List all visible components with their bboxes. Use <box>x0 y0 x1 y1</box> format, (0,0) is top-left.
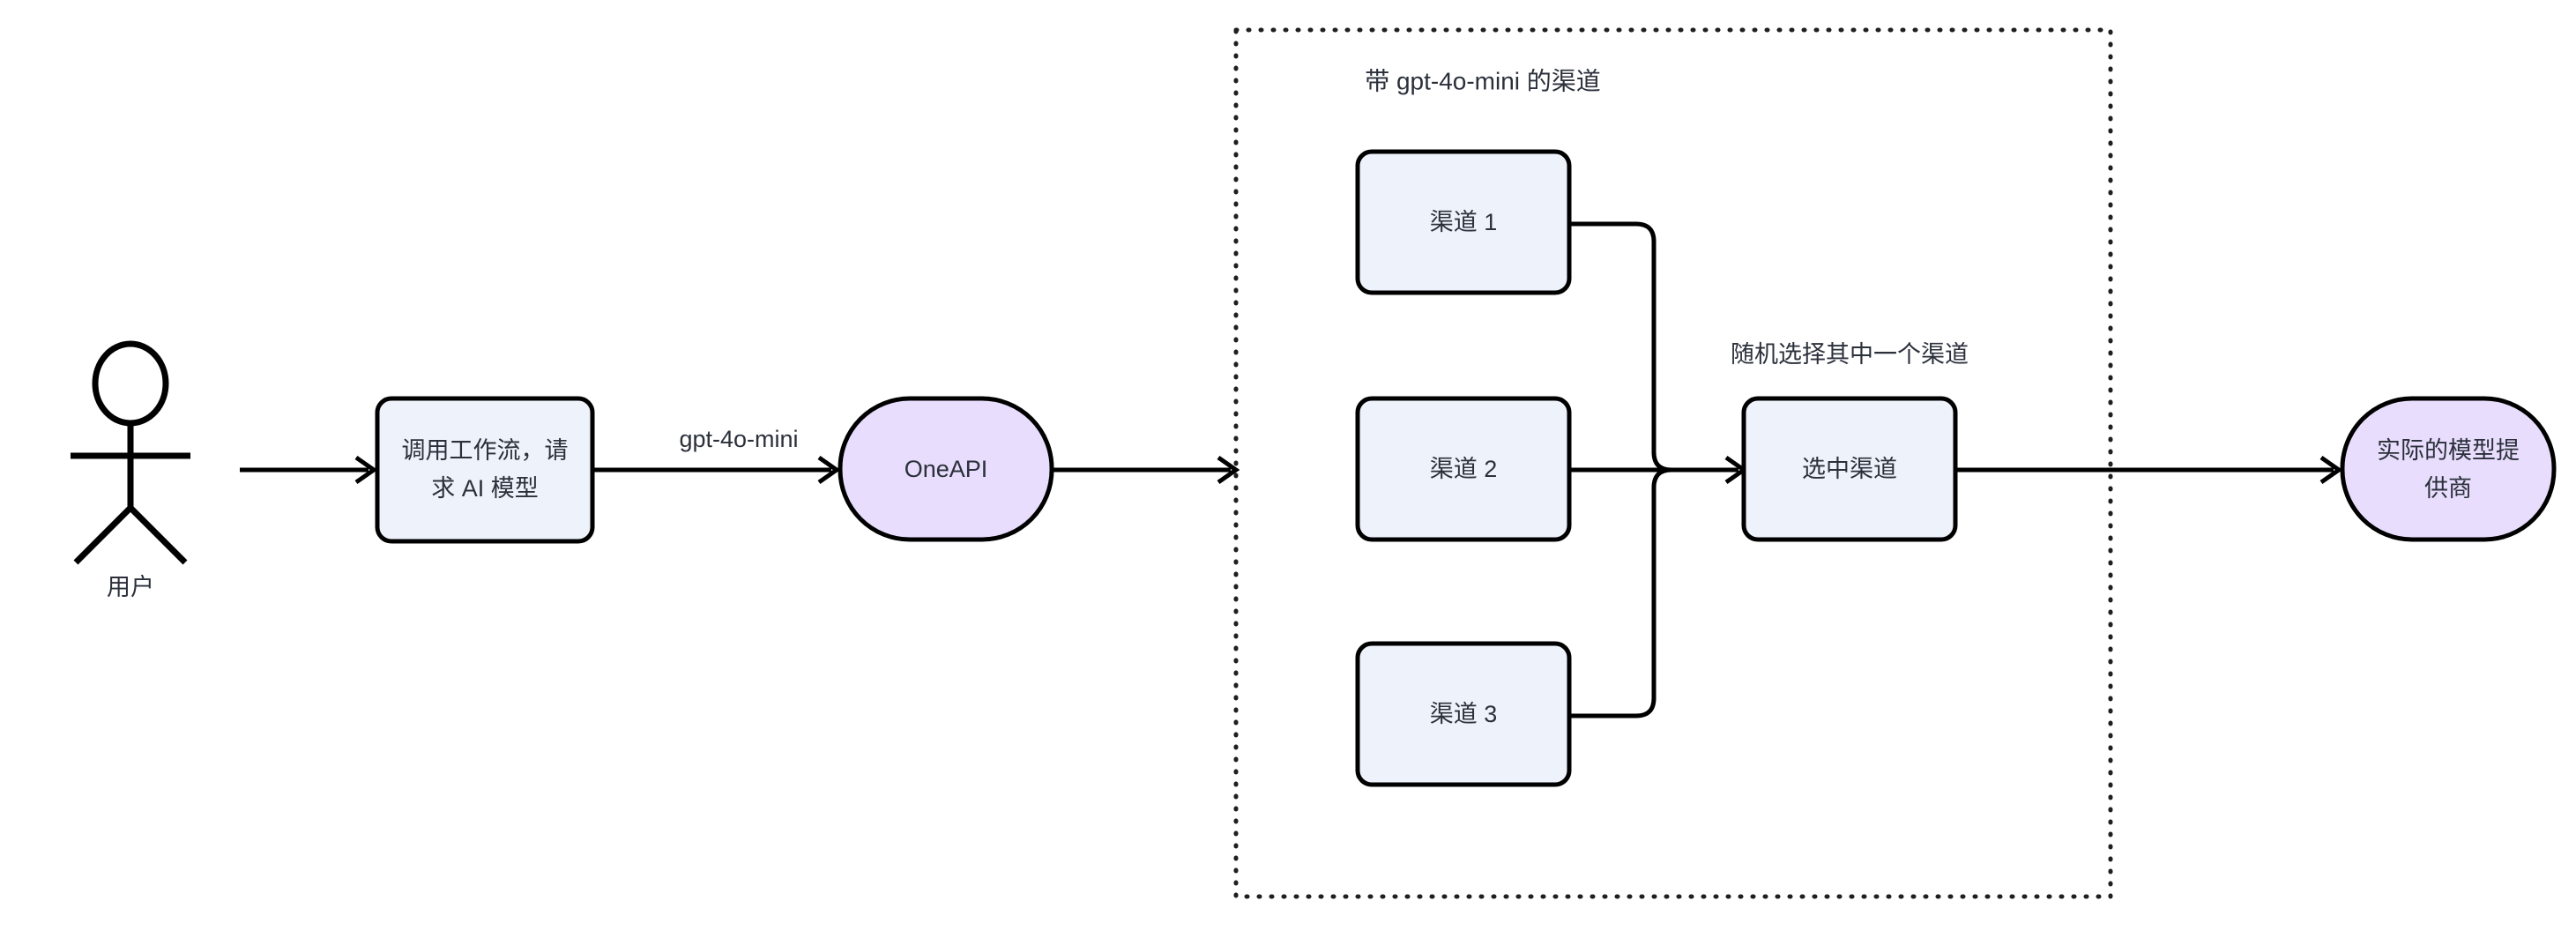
node-channel-2-label: 渠道 2 <box>1430 456 1498 482</box>
channel-group-container[interactable] <box>1233 27 2113 899</box>
node-channel-2[interactable]: 渠道 2 <box>1355 396 1572 542</box>
actor-label: 用户 <box>107 574 154 600</box>
channel-group-label: 带 gpt-4o-mini 的渠道 <box>1365 67 1601 94</box>
edge-label-model-name: gpt-4o-mini <box>679 426 798 452</box>
node-selected-channel[interactable]: 选中渠道 <box>1741 396 1958 542</box>
actor-head-icon <box>92 340 169 427</box>
edge-workflow-to-oneapi[interactable] <box>592 455 841 485</box>
node-channel-3-label: 渠道 3 <box>1430 701 1498 727</box>
edge-selected-to-provider[interactable] <box>1955 455 2343 485</box>
node-oneapi[interactable]: OneAPI <box>838 396 1054 542</box>
node-provider-shape <box>2340 396 2557 542</box>
node-workflow-label-line2: 求 AI 模型 <box>431 475 539 502</box>
node-workflow[interactable]: 调用工作流，请 求 AI 模型 <box>375 396 595 544</box>
user-actor[interactable] <box>71 340 190 565</box>
node-channel-1[interactable]: 渠道 1 <box>1355 149 1572 295</box>
node-channel-1-label: 渠道 1 <box>1430 209 1498 235</box>
node-workflow-label-line1: 调用工作流，请 <box>402 437 569 464</box>
node-selected-channel-label: 选中渠道 <box>1802 456 1897 482</box>
node-channel-3[interactable]: 渠道 3 <box>1355 641 1572 787</box>
actor-leg-left-icon <box>73 505 133 565</box>
edge-channel1-to-selected[interactable] <box>1569 221 1735 473</box>
edge-channel3-to-selected[interactable] <box>1569 467 1735 718</box>
actor-leg-right-icon <box>128 505 188 565</box>
node-provider-label-line2: 供商 <box>2424 475 2472 502</box>
edge-label-random-pick: 随机选择其中一个渠道 <box>1731 341 1969 368</box>
edge-actor-to-workflow[interactable] <box>240 455 378 485</box>
node-oneapi-label: OneAPI <box>905 456 988 482</box>
node-provider[interactable]: 实际的模型提 供商 <box>2340 396 2557 542</box>
edge-oneapi-to-group[interactable] <box>1052 455 1240 485</box>
node-workflow-box <box>375 396 595 544</box>
node-provider-label-line1: 实际的模型提 <box>2377 437 2520 464</box>
